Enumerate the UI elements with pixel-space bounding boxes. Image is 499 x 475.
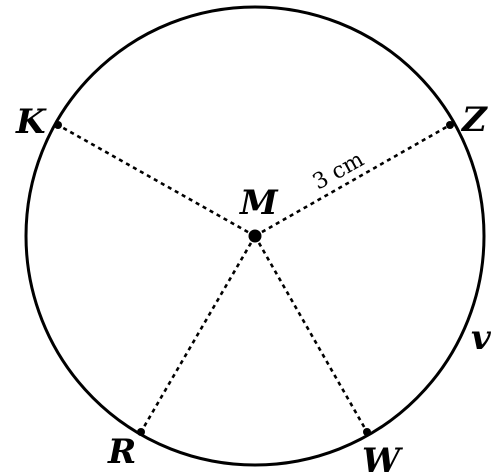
label-z: Z [460, 100, 488, 140]
label-k: K [15, 102, 47, 142]
point-r [137, 428, 145, 436]
radius-mw [253, 235, 369, 433]
label-m: M [239, 183, 279, 223]
point-k [54, 121, 62, 129]
point-w [363, 428, 371, 436]
center-point-m [248, 229, 262, 243]
circle-v [24, 5, 486, 467]
label-v: v [471, 318, 492, 358]
radius-mz [254, 123, 451, 238]
radius-mr [139, 235, 257, 433]
label-r: R [107, 432, 136, 472]
radius-mk [57, 123, 256, 238]
label-w: W [362, 441, 403, 475]
point-z [446, 121, 454, 129]
